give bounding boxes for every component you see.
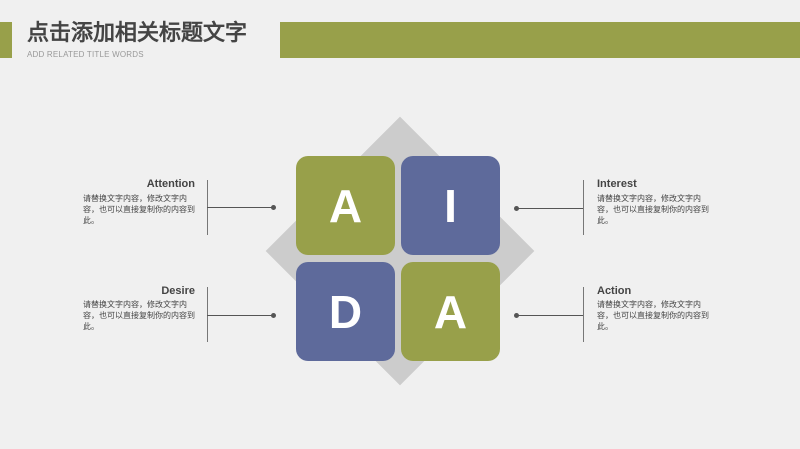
interest-label[interactable]: Interest: [597, 178, 637, 190]
action-connector: [517, 315, 583, 316]
action-label[interactable]: Action: [597, 285, 632, 297]
page-subtitle[interactable]: ADD RELATED TITLE WORDS: [27, 50, 144, 59]
header-accent-bar-left: [0, 22, 12, 58]
action-connector-dot: [514, 313, 519, 318]
desire-connector-dot: [271, 313, 276, 318]
interest-text[interactable]: 请替换文字内容，修改文字内容，也可以直接复制你的内容到此。: [597, 194, 709, 225]
tile-action[interactable]: A: [401, 262, 500, 361]
interest-connector: [517, 208, 583, 209]
desire-label[interactable]: Desire: [161, 285, 195, 297]
tile-interest[interactable]: I: [401, 156, 500, 255]
attention-connector-dot: [271, 205, 276, 210]
desire-bracket: [207, 287, 208, 342]
desire-text[interactable]: 请替换文字内容，修改文字内容，也可以直接复制你的内容到此。: [83, 300, 195, 331]
desire-connector: [207, 315, 273, 316]
attention-label[interactable]: Attention: [146, 178, 195, 190]
page-title[interactable]: 点击添加相关标题文字: [27, 21, 248, 46]
tile-attention[interactable]: A: [296, 156, 395, 255]
attention-connector: [207, 207, 273, 208]
action-bracket: [583, 287, 584, 342]
header-accent-bar-right: [280, 22, 800, 58]
interest-connector-dot: [514, 206, 519, 211]
action-text[interactable]: 请替换文字内容，修改文字内容，也可以直接复制你的内容到此。: [597, 300, 709, 331]
tile-desire[interactable]: D: [296, 262, 395, 361]
interest-bracket: [583, 180, 584, 235]
attention-text[interactable]: 请替换文字内容，修改文字内容，也可以直接复制你的内容到此。: [83, 194, 195, 225]
